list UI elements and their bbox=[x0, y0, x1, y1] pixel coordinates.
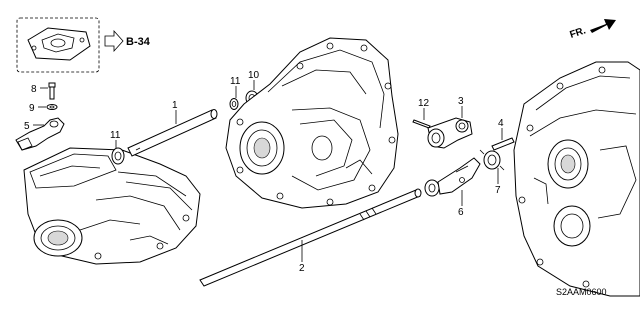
part-7-seal bbox=[479, 149, 505, 171]
reference-arrow-icon bbox=[104, 29, 124, 53]
part-6-shift-arm bbox=[424, 157, 481, 197]
part-8-bolt bbox=[48, 82, 56, 100]
callout-8: 8 bbox=[31, 84, 37, 95]
part-4-spring-pin bbox=[491, 137, 515, 151]
part-12-pin bbox=[412, 119, 431, 129]
callout-7: 7 bbox=[495, 185, 501, 196]
callout-11-top: 11 bbox=[230, 76, 241, 87]
part-2-shift-rod bbox=[199, 188, 422, 287]
part-5-bracket bbox=[15, 117, 65, 151]
callout-1: 1 bbox=[172, 100, 178, 111]
part-1-tube bbox=[127, 109, 218, 157]
right-transmission-case bbox=[513, 61, 640, 297]
part-3-holder bbox=[427, 117, 473, 149]
part-9-washer bbox=[46, 104, 58, 110]
callout-2: 2 bbox=[299, 263, 305, 274]
callout-3: 3 bbox=[458, 96, 464, 107]
part-11-seal-top bbox=[229, 98, 239, 110]
callout-12: 12 bbox=[418, 98, 430, 109]
direction-label: FR. bbox=[569, 25, 588, 41]
front-direction-arrow-icon bbox=[590, 19, 616, 33]
diagram-code: S2AAM0600 bbox=[556, 287, 607, 297]
callout-labels: 1 2 3 4 5 6 7 8 9 10 11 11 12 bbox=[24, 70, 504, 274]
leader-lines bbox=[33, 80, 503, 262]
callout-4: 4 bbox=[498, 118, 504, 129]
callout-6: 6 bbox=[458, 207, 464, 218]
extension-housing bbox=[23, 147, 201, 265]
reference-inset[interactable] bbox=[16, 17, 100, 73]
callout-11-left: 11 bbox=[110, 130, 121, 141]
callout-9: 9 bbox=[29, 103, 35, 114]
callout-5: 5 bbox=[24, 121, 30, 132]
reference-label[interactable]: B-34 bbox=[126, 36, 151, 48]
center-transmission-case bbox=[225, 37, 399, 209]
part-11-seal-left bbox=[111, 147, 125, 165]
callout-10: 10 bbox=[248, 70, 260, 81]
